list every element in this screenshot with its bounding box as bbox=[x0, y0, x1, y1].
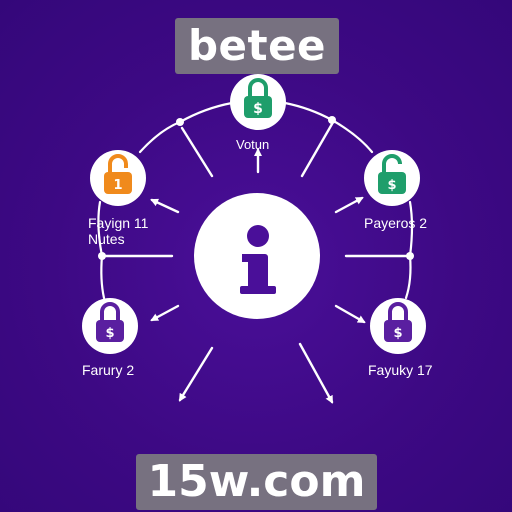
svg-text:$: $ bbox=[253, 101, 263, 117]
arrow-down-left bbox=[178, 346, 214, 402]
node-lower-right: $ bbox=[370, 298, 426, 354]
arrow-down-right bbox=[298, 342, 334, 404]
node-upper-left: 1 bbox=[90, 150, 146, 206]
arrow-to-lower-right bbox=[334, 304, 366, 324]
connector-dot bbox=[176, 118, 184, 126]
arrow-to-upper-right bbox=[334, 196, 364, 214]
padlock-dollar-icon: $ bbox=[384, 302, 412, 342]
info-icon bbox=[240, 225, 276, 294]
svg-text:$: $ bbox=[393, 326, 402, 341]
center-node bbox=[194, 193, 320, 319]
arc-segment bbox=[178, 101, 234, 124]
node-lower-left: $ bbox=[82, 298, 138, 354]
arc-segment bbox=[283, 101, 334, 122]
title-banner: betee bbox=[175, 18, 339, 74]
arc-segment bbox=[138, 120, 182, 154]
node-top: $ bbox=[230, 74, 286, 130]
connector-dot bbox=[328, 116, 336, 124]
node-label-upper-right: Payeros 2 bbox=[364, 215, 428, 231]
padlock-dollar-icon: $ bbox=[244, 78, 272, 118]
node-label-line: Nutes bbox=[88, 231, 125, 247]
connector-dot bbox=[98, 252, 106, 260]
radial-line bbox=[300, 122, 334, 178]
arc-segment bbox=[97, 200, 104, 258]
padlock-icon: 1 bbox=[104, 154, 132, 194]
padlock-dollar-icon: $ bbox=[96, 302, 124, 342]
svg-text:1: 1 bbox=[113, 178, 122, 193]
arc-segment bbox=[408, 200, 414, 258]
radial-connectors bbox=[104, 122, 408, 404]
node-label-line: Fayign 11 bbox=[88, 215, 149, 231]
arc-segment bbox=[404, 254, 412, 300]
node-label-upper-left: Fayign 11 Nutes bbox=[88, 215, 148, 247]
node-label-lower-right: Fayuky 17 bbox=[368, 362, 433, 378]
node-upper-right: $ bbox=[364, 150, 420, 206]
connector-dot bbox=[406, 252, 414, 260]
arc-segment bbox=[100, 254, 106, 300]
radial-line bbox=[180, 126, 214, 178]
padlock-dollar-icon: $ bbox=[378, 154, 406, 194]
arrow-to-upper-left bbox=[150, 198, 180, 214]
node-label-top: Votun bbox=[236, 137, 270, 152]
node-label-lower-left: Farury 2 bbox=[82, 362, 135, 378]
domain-banner: 15w.com bbox=[136, 454, 377, 510]
ring-dots bbox=[98, 116, 414, 260]
svg-text:$: $ bbox=[105, 326, 114, 341]
arc-segment bbox=[330, 118, 374, 154]
svg-text:$: $ bbox=[387, 178, 396, 193]
arrow-to-lower-left bbox=[150, 304, 180, 322]
